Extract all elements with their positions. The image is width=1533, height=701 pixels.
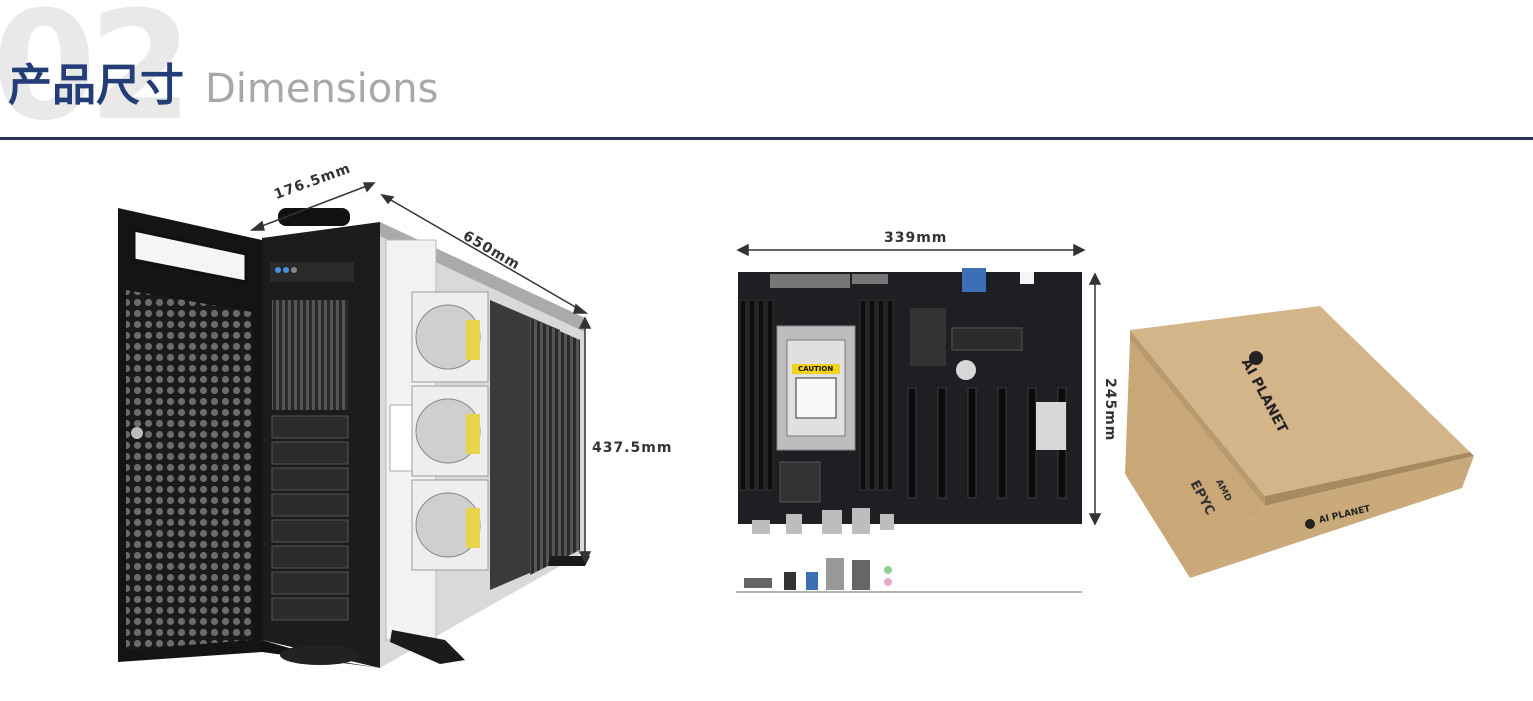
brand-logo-icon [1249,351,1263,365]
heatsink [910,308,946,366]
chassis-dimension-lines [249,182,592,564]
caution-sticker [792,364,840,374]
io-panel [736,558,1082,593]
rear-io [752,508,894,534]
packaging-box [1125,306,1474,578]
motherboard-illustration [736,268,1082,593]
door-lock-icon [131,427,143,439]
motherboard-dimension-lines [736,243,1102,526]
page-header: 02 产品尺寸 Dimensions [0,0,1533,154]
fan-stack [411,291,489,571]
section-number: 02 [0,0,193,154]
dimm-slots-left [739,299,774,491]
chassis-foot [390,630,465,664]
cmos-battery [956,360,976,380]
page-title-cn: 产品尺寸 [8,60,184,111]
side-logo-icon [1305,519,1315,529]
dimm-slots-right [859,299,894,491]
chassis-door [118,208,262,662]
cpu-caution-text: CAUTION [798,365,834,373]
page-title-en: Dimensions [205,66,439,112]
chassis-height-label: 437.5mm [592,440,673,456]
chassis-interior [380,222,585,668]
header-divider [0,137,1533,140]
handle [278,208,350,226]
motherboard-width-label: 339mm [884,230,948,246]
chassis-front-panel [262,208,380,668]
motherboard-height-label: 245mm [1102,378,1118,442]
power-connectors [770,274,888,288]
